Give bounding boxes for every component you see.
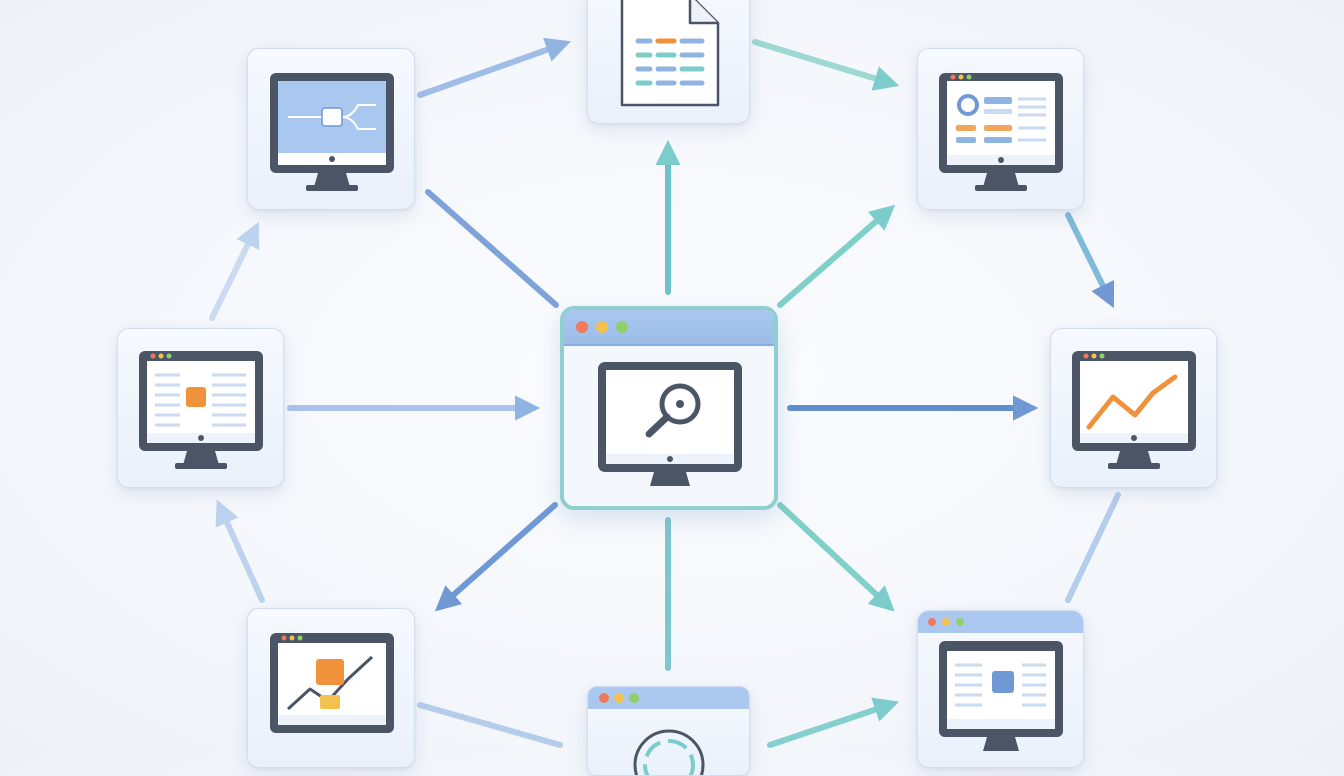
analytics-monitor-node[interactable] bbox=[247, 608, 415, 768]
arrow-dashboard-to-trend bbox=[1065, 212, 1115, 309]
workflow-monitor-node[interactable] bbox=[247, 48, 415, 210]
arrow-workflow-to-document bbox=[417, 37, 571, 98]
central-browser-monitor[interactable] bbox=[560, 306, 778, 510]
dashboard-monitor-node[interactable] bbox=[917, 48, 1084, 210]
minimize-dot-icon[interactable] bbox=[596, 321, 608, 333]
report-browser-node[interactable] bbox=[917, 610, 1084, 768]
line-workflow-to-center bbox=[425, 189, 559, 308]
monitor-chart-icon bbox=[270, 633, 394, 733]
line-analytics-to-target bbox=[417, 702, 563, 748]
document-node[interactable] bbox=[587, 0, 750, 124]
browser-monitor-report-icon bbox=[918, 611, 1083, 751]
monitor-dashboard-icon bbox=[939, 73, 1063, 191]
line-trend-to-report bbox=[1065, 492, 1121, 603]
arrow-content-to-workflow bbox=[209, 221, 260, 321]
browser-title-bar bbox=[564, 310, 774, 346]
target-browser-node[interactable] bbox=[587, 686, 750, 776]
trend-chart-monitor-node[interactable] bbox=[1050, 328, 1217, 488]
spreadsheet-document-icon bbox=[620, 0, 720, 107]
monitor-flowchart-icon bbox=[270, 73, 394, 191]
arrow-center-to-report bbox=[777, 502, 895, 612]
close-dot-icon[interactable] bbox=[576, 321, 588, 333]
arrow-analytics-to-content bbox=[215, 499, 265, 603]
arrow-document-to-dashboard bbox=[752, 39, 900, 91]
maximize-dot-icon[interactable] bbox=[616, 321, 628, 333]
browser-monitor-magnifier-icon bbox=[598, 362, 742, 486]
monitor-line-chart-icon bbox=[1072, 351, 1196, 469]
arrow-center-to-analytics bbox=[434, 502, 558, 612]
content-monitor-node[interactable] bbox=[117, 328, 284, 488]
browser-target-icon bbox=[588, 687, 749, 775]
arrow-center-to-dashboard bbox=[777, 204, 896, 308]
arrow-target-to-report bbox=[767, 697, 900, 748]
connection-arrows bbox=[209, 37, 1121, 748]
monitor-content-icon bbox=[139, 351, 263, 469]
